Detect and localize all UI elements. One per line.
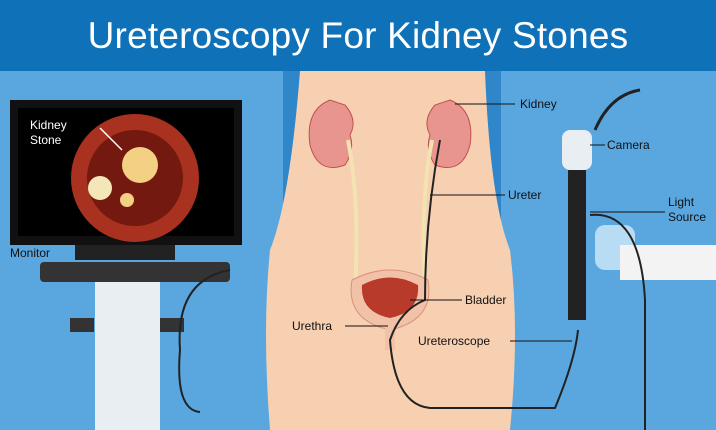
kidney-stone bbox=[122, 147, 158, 183]
urethra bbox=[385, 320, 395, 350]
sleeve bbox=[620, 245, 716, 280]
label-bladder: Bladder bbox=[465, 293, 507, 307]
page-title: Ureteroscopy For Kidney Stones bbox=[87, 14, 629, 56]
label-ureteroscope: Ureteroscope bbox=[418, 334, 491, 348]
label-monitor: Monitor bbox=[10, 246, 51, 260]
body bbox=[266, 71, 515, 430]
label-kidney-stone: Kidney Stone bbox=[30, 118, 67, 147]
camera bbox=[562, 130, 592, 170]
leader-lines bbox=[345, 103, 665, 342]
title-banner: Ureteroscopy For Kidney Stones bbox=[0, 0, 716, 71]
kidney-left bbox=[308, 99, 354, 168]
monitor bbox=[10, 100, 242, 430]
light-source-cable bbox=[589, 213, 646, 430]
label-urethra: Urethra bbox=[292, 319, 333, 333]
label-kidney: Kidney bbox=[520, 97, 557, 111]
label-ureter: Ureter bbox=[508, 188, 542, 202]
ureteroscope bbox=[562, 88, 716, 430]
stone-pointer bbox=[99, 127, 123, 151]
illustration bbox=[10, 71, 716, 430]
ureteroscope-wire bbox=[388, 139, 579, 409]
bladder-fluid bbox=[361, 277, 419, 318]
label-camera: Camera bbox=[607, 138, 650, 152]
label-light-source: Light Source bbox=[668, 195, 707, 224]
kidney-right bbox=[426, 99, 472, 168]
monitor-cable bbox=[178, 269, 231, 413]
